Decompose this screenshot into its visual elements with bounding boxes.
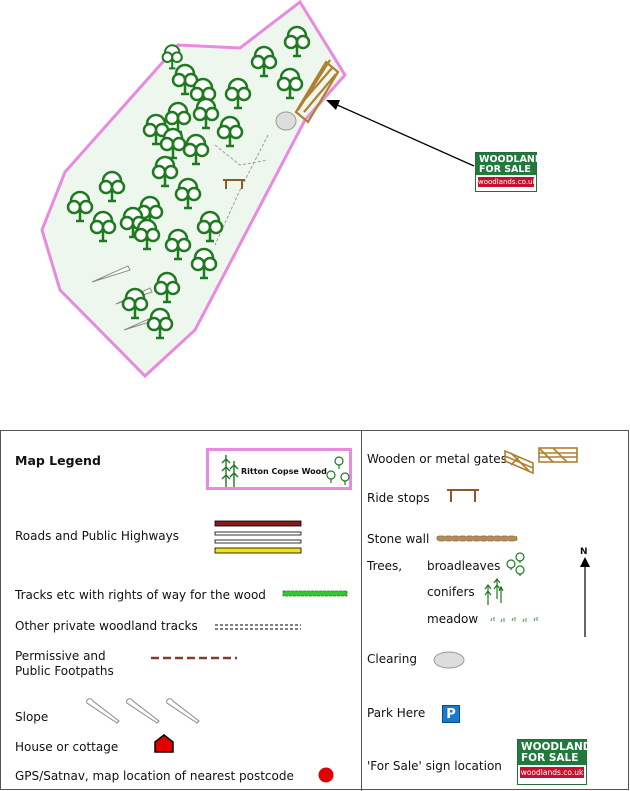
sign-arrow — [334, 103, 475, 167]
map-canvas — [40, 0, 475, 379]
broadleaves-icon — [506, 552, 525, 576]
legend-gates-label: Wooden or metal gates — [367, 452, 507, 466]
legend-private-tracks-label: Other private woodland tracks — [15, 619, 198, 633]
legend-broadleaves-label: broadleaves — [427, 559, 501, 573]
park-icon: P — [442, 705, 460, 723]
stone-wall-symbol — [436, 535, 518, 542]
private-track — [214, 134, 269, 246]
map-legend: Map Legend Ritton Copse Wood Roads and P… — [0, 430, 629, 791]
private-tracks-symbol — [215, 624, 301, 630]
legend-meadow-label: meadow — [427, 612, 479, 626]
broadleaf-icon — [326, 456, 350, 485]
tracks-symbol — [282, 590, 348, 597]
clearing-symbol — [433, 651, 465, 669]
legend-roads-label: Roads and Public Highways — [15, 529, 179, 543]
gates-icon — [504, 447, 578, 475]
map-gate — [294, 59, 340, 124]
roads-symbol — [214, 520, 302, 554]
legend-for-sale-label: 'For Sale' sign location — [367, 759, 502, 773]
legend-trees-label: Trees, — [367, 559, 403, 573]
legend-stone-wall-label: Stone wall — [367, 532, 430, 546]
clearing — [275, 111, 297, 131]
north-label: N — [580, 547, 588, 557]
ride-stop-icon — [447, 489, 479, 502]
slope-symbol — [86, 698, 200, 724]
gps-marker-icon — [318, 767, 334, 783]
footpaths-symbol — [151, 656, 237, 660]
legend-clearing-label: Clearing — [367, 652, 417, 666]
legend-footpaths-line2: Public Footpaths — [15, 664, 114, 678]
private-track-2 — [214, 144, 269, 166]
legend-conifers-label: conifers — [427, 585, 475, 599]
legend-divider — [361, 431, 362, 791]
wood-name-box: Ritton Copse Wood — [206, 448, 352, 490]
legend-park-label: Park Here — [367, 706, 426, 720]
legend-title: Map Legend — [15, 453, 101, 468]
legend-footpaths-line1: Permissive and — [15, 649, 106, 663]
meadow-symbol — [490, 617, 538, 623]
ride-stop — [223, 179, 245, 189]
wood-name: Ritton Copse Wood — [241, 467, 327, 476]
north-arrow-icon — [580, 557, 590, 637]
legend-ride-stops-label: Ride stops — [367, 491, 430, 505]
legend-tracks-label: Tracks etc with rights of way for the wo… — [15, 588, 266, 602]
legend-gps-label: GPS/Satnav, map location of nearest post… — [15, 769, 294, 783]
house-icon — [154, 734, 174, 753]
conifers-icon — [484, 578, 504, 605]
legend-house-label: House or cottage — [15, 740, 119, 754]
legend-slope-label: Slope — [15, 710, 49, 724]
conifer-icon — [221, 455, 239, 487]
